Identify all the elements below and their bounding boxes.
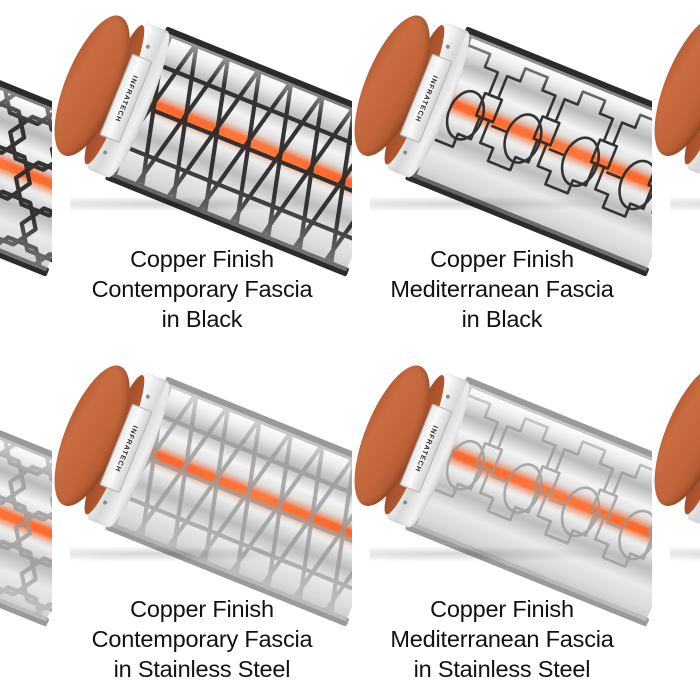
- product-caption: Copper Finish Motif Fascia in Black: [0, 244, 52, 334]
- caption-line-fascia: Mediterranean Fascia: [390, 276, 614, 302]
- caption-line-fascia: Contemporary Fascia: [91, 626, 313, 652]
- product-caption: Copper Finish Mediterranean Fascia in St…: [352, 594, 652, 684]
- drop-shadow: [70, 196, 320, 212]
- drop-shadow: [0, 546, 20, 562]
- caption-line-finish: Copper Finish: [130, 596, 274, 622]
- caption-line-finish: Copper Finish: [652, 594, 700, 624]
- caption-line-color: in Stainless Steel: [113, 656, 291, 682]
- caption-line-finish: Copper Finish: [130, 246, 274, 272]
- product-cell[interactable]: INFRATECH Copper Finish Traditional Fasc…: [652, 350, 700, 700]
- product-caption: Copper Finish Contemporary Fascia in Bla…: [52, 244, 352, 334]
- product-cell[interactable]: INFRATECH Copper Finish Mediterranean Fa…: [352, 0, 652, 350]
- drop-shadow: [370, 546, 620, 562]
- product-caption: Copper Finish Mediterranean Fascia in Bl…: [352, 244, 652, 334]
- heater-unit: INFRATECH: [52, 350, 352, 686]
- caption-line-color: in Black: [652, 304, 700, 334]
- product-image[interactable]: INFRATECH: [652, 0, 700, 244]
- product-caption: Copper Finish Traditional Fascia in Blac…: [652, 244, 700, 334]
- caption-line-color: in Black: [0, 304, 52, 334]
- caption-line-finish: Copper Finish: [430, 246, 574, 272]
- caption-line-color: in Black: [161, 306, 243, 332]
- product-cell[interactable]: INFRATECH Copper Finish Motif Fascia in …: [0, 0, 52, 350]
- product-cell[interactable]: INFRATECH Copper Finish Contemporary Fas…: [52, 0, 352, 350]
- product-image[interactable]: INFRATECH: [52, 350, 352, 627]
- product-image[interactable]: INFRATECH: [52, 0, 352, 277]
- product-image[interactable]: INFRATECH: [352, 0, 652, 277]
- drop-shadow: [0, 196, 20, 212]
- fascia-grille: [0, 380, 52, 624]
- product-image[interactable]: INFRATECH: [652, 350, 700, 594]
- product-cell[interactable]: INFRATECH Copper Finish Motif Fascia in …: [0, 350, 52, 700]
- drop-shadow: [70, 546, 320, 562]
- product-cell[interactable]: INFRATECH Copper Finish Mediterranean Fa…: [352, 350, 652, 700]
- caption-line-fascia: Contemporary Fascia: [91, 276, 313, 302]
- product-caption: Copper Finish Motif Fascia in Stainless …: [0, 594, 52, 684]
- caption-line-finish: Copper Finish: [430, 596, 574, 622]
- caption-line-color: in Black: [461, 306, 543, 332]
- caption-line-fascia: Mediterranean Fascia: [390, 626, 614, 652]
- drop-shadow: [670, 546, 700, 562]
- product-image[interactable]: INFRATECH: [0, 350, 52, 627]
- heater-unit: INFRATECH: [352, 350, 652, 686]
- caption-line-finish: Copper Finish: [0, 244, 52, 274]
- product-cell[interactable]: INFRATECH Copper Finish Contemporary Fas…: [52, 350, 352, 700]
- caption-line-color: in Stainless Steel: [0, 654, 52, 684]
- caption-line-finish: Copper Finish: [652, 244, 700, 274]
- product-caption: Copper Finish Contemporary Fascia in Sta…: [52, 594, 352, 684]
- caption-line-fascia: Motif Fascia: [0, 624, 52, 654]
- heater-unit: INFRATECH: [52, 0, 352, 336]
- caption-line-fascia: Traditional Fascia: [652, 624, 700, 654]
- drop-shadow: [670, 196, 700, 212]
- product-caption: Copper Finish Traditional Fascia in Stai…: [652, 594, 700, 684]
- product-image[interactable]: INFRATECH: [0, 0, 52, 277]
- product-image[interactable]: INFRATECH: [352, 350, 652, 627]
- drop-shadow: [370, 196, 620, 212]
- caption-line-fascia: Traditional Fascia: [652, 274, 700, 304]
- caption-line-color: in Stainless Steel: [652, 654, 700, 684]
- fascia-grille: [0, 30, 52, 274]
- heater-unit: INFRATECH: [352, 0, 652, 336]
- caption-line-color: in Stainless Steel: [413, 656, 591, 682]
- caption-line-fascia: Motif Fascia: [0, 274, 52, 304]
- caption-line-finish: Copper Finish: [0, 594, 52, 624]
- product-cell[interactable]: INFRATECH Copper Finish Traditional Fasc…: [652, 0, 700, 350]
